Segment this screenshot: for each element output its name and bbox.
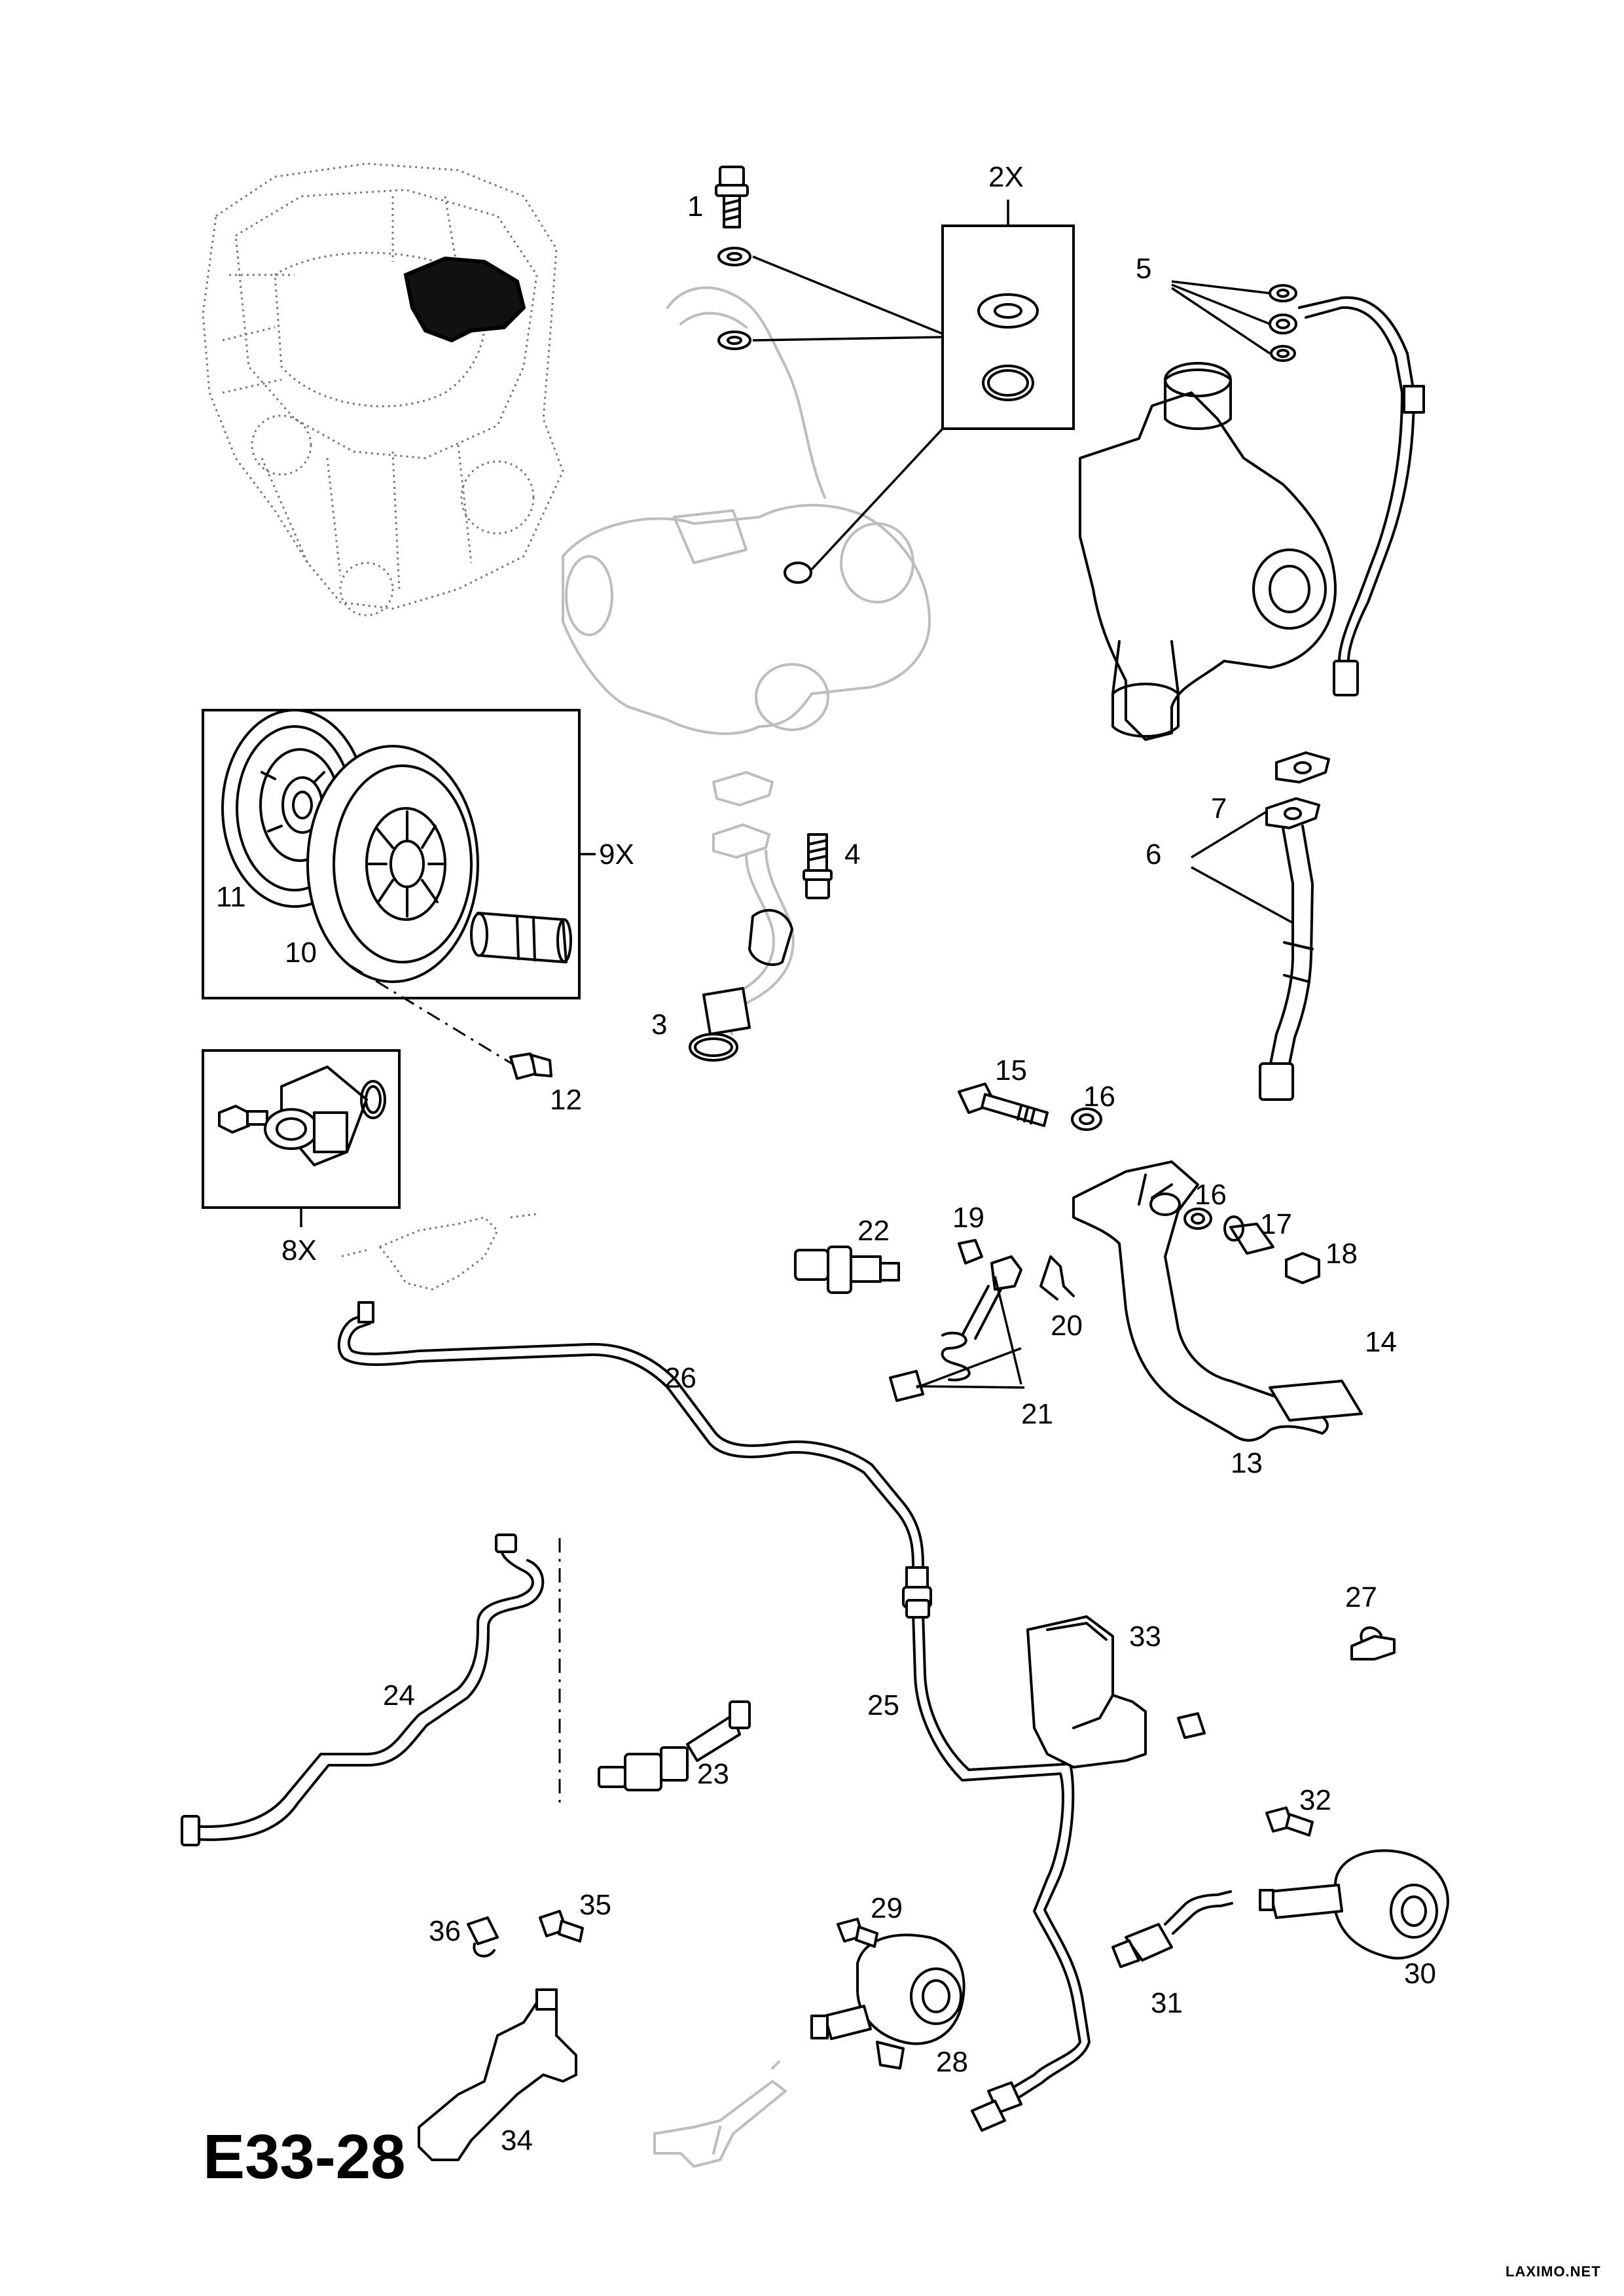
part-27-clip <box>1350 1626 1396 1660</box>
part-12-bolt <box>509 1052 552 1080</box>
part-16-bushing-a <box>1071 1107 1102 1131</box>
part-17-spacer <box>1223 1215 1274 1255</box>
diagram-reference-code: E33-28 <box>203 2122 406 2192</box>
part-28-concentric-slave-cylinder <box>810 1933 965 2070</box>
callout-22: 22 <box>857 1215 890 1247</box>
part-34-bracket <box>418 1988 577 2161</box>
clutch-switch-ghost <box>340 1213 537 1291</box>
callout-33: 33 <box>1129 1621 1161 1653</box>
watermark: LAXIMO.NET <box>1506 2263 1601 2280</box>
callout-20: 20 <box>1051 1310 1083 1342</box>
turbocharger-right-illustration <box>1079 296 1425 741</box>
callout-24: 24 <box>383 1679 415 1712</box>
engine-overview-illustration <box>202 162 564 617</box>
part-23-pipe-connector <box>598 1700 751 1791</box>
callout-8x: 8X <box>281 1234 317 1266</box>
part-15-pivot-bolt <box>958 1083 1049 1127</box>
turbocharger-ghost-illustration <box>562 286 931 735</box>
part-33-heat-shield <box>1026 1615 1206 1768</box>
callout-36: 36 <box>429 1915 461 1947</box>
callout-6: 6 <box>1146 838 1161 870</box>
part-2-o-ring <box>784 562 812 584</box>
part-3-4-pipe <box>689 771 833 1062</box>
part-6-7-oil-return-pipe <box>1191 751 1330 1101</box>
part-2-washer-upper <box>717 247 751 266</box>
callout-30: 30 <box>1404 1958 1436 1990</box>
part-26-clutch-pipe <box>337 1301 932 1608</box>
highlighted-component-mark <box>403 256 526 343</box>
callout-28: 28 <box>936 2046 968 2078</box>
part-5-washers <box>1171 280 1297 362</box>
kit-box-2x <box>752 200 1075 571</box>
callout-16a: 16 <box>1083 1081 1115 1113</box>
callout-23: 23 <box>697 1758 729 1790</box>
part-1-banjo-bolt <box>715 166 749 228</box>
part-30-slave-cylinder <box>1259 1849 1449 1960</box>
part-29-bolt <box>837 1918 878 1948</box>
callout-21: 21 <box>1021 1398 1053 1430</box>
callout-10: 10 <box>285 937 317 969</box>
callout-1: 1 <box>687 190 703 223</box>
callout-11: 11 <box>216 881 246 913</box>
callout-27: 27 <box>1345 1581 1377 1613</box>
kit-box-8x <box>202 1049 401 1227</box>
callout-19: 19 <box>952 1202 984 1234</box>
callout-2x: 2X <box>988 161 1024 193</box>
part-10-pressure-plate <box>306 745 479 983</box>
part-16-bushing-b <box>1183 1208 1212 1230</box>
part-13-clutch-pedal <box>1072 1160 1363 1442</box>
callout-7: 7 <box>1211 793 1227 825</box>
callout-18: 18 <box>1326 1238 1358 1270</box>
part-32-bolt <box>1265 1806 1314 1837</box>
callout-35: 35 <box>579 1889 611 1921</box>
part-31-bleed-connector <box>1111 1890 1233 1968</box>
part-3-o-ring <box>689 1033 738 1062</box>
callout-5: 5 <box>1136 253 1151 285</box>
part-18-nut <box>1285 1252 1320 1284</box>
callout-15: 15 <box>995 1054 1027 1086</box>
callout-31: 31 <box>1151 1987 1183 2019</box>
part-35-bolt <box>539 1910 584 1943</box>
callout-25: 25 <box>867 1689 899 1721</box>
callout-13: 13 <box>1231 1447 1263 1479</box>
part-22-switch <box>794 1246 900 1294</box>
callout-16b: 16 <box>1195 1179 1227 1211</box>
part-2-washer-lower <box>717 331 751 350</box>
callout-26: 26 <box>664 1362 696 1394</box>
part-25-pipe <box>905 1599 1091 2132</box>
clutch-kit-box-9x <box>202 709 596 999</box>
callout-14: 14 <box>1365 1326 1397 1358</box>
callout-12: 12 <box>550 1084 582 1116</box>
callout-34: 34 <box>501 2125 533 2157</box>
part-24-pipe <box>181 1534 545 1846</box>
callout-17: 17 <box>1260 1208 1292 1240</box>
callout-29: 29 <box>871 1892 903 1924</box>
part-19-20-21-pedal-hardware <box>889 1239 1075 1402</box>
leader-dashed-12 <box>350 964 518 1068</box>
slave-cylinder-ghost <box>653 2060 787 2168</box>
callout-4: 4 <box>844 838 860 870</box>
callout-labels: 1 2X 3 4 5 6 7 8X 9X 10 11 12 13 14 15 1… <box>216 161 1436 2157</box>
part-14-pedal-pad <box>1269 1380 1363 1422</box>
callout-3: 3 <box>651 1009 667 1041</box>
callout-9x: 9X <box>599 838 634 870</box>
part-36-clip <box>467 1916 499 1958</box>
callout-32: 32 <box>1299 1784 1331 1816</box>
